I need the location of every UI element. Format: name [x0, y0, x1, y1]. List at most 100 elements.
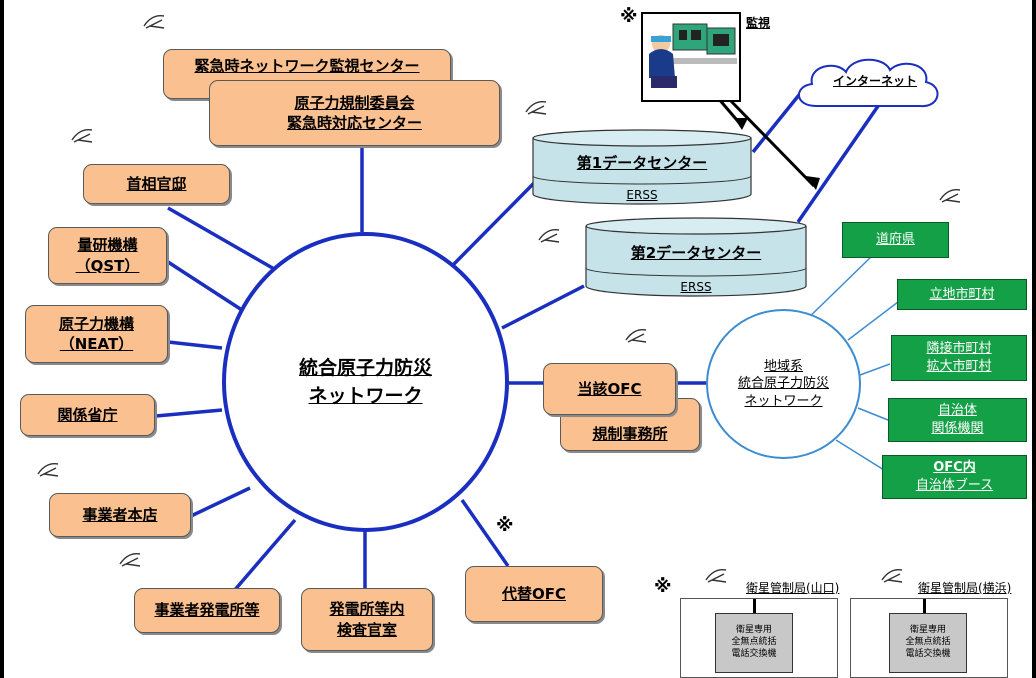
link-pm [167, 206, 284, 276]
node-nra-line1: 原子力規制委員会 [294, 93, 415, 112]
satellite-dish-icon [939, 189, 961, 203]
node-local-government: 自治体 関係機関 [888, 398, 1027, 442]
node-alt-ofc: 代替OFC [465, 566, 603, 622]
node-prefecture: 道府県 [842, 222, 949, 258]
exchange-line1: 衛星専用 [909, 625, 946, 636]
satellite-dish-icon [525, 101, 547, 115]
regional-network-line3: ネットワーク [744, 393, 823, 409]
satellite-dish-icon [625, 329, 647, 343]
link-neat [167, 340, 223, 350]
datacenter-1-sub: ERSS [626, 188, 658, 202]
note-mark: ※ [620, 6, 638, 27]
regional-link-localgov [857, 407, 889, 421]
node-host-municipality-label: 立地市町村 [929, 286, 995, 302]
internet-cloud-icon [798, 58, 939, 108]
regional-network-hub: 地域系 統合原子力防災 ネットワーク [706, 309, 861, 459]
satellite-dish-icon [143, 15, 165, 29]
satellite-station-yokohama: 衛星専用 全無点統括 電話交換機 [850, 598, 1008, 678]
node-local-gov-line1: 自治体 [937, 403, 977, 419]
link-operator-hq [190, 486, 251, 518]
node-pm-office: 首相官邸 [83, 164, 230, 204]
regional-link-host [847, 301, 899, 341]
node-ministries-label: 関係省庁 [57, 405, 118, 424]
satellite-dish-icon [705, 569, 727, 583]
node-ofc-booth-line2: 自治体ブース [915, 478, 994, 493]
link-dc2 [501, 284, 585, 330]
regional-network-line2: 統合原子力防災 [737, 376, 829, 392]
link-dc1 [450, 180, 537, 268]
node-neat: 原子力機構 （NEAT） [25, 305, 168, 363]
node-operator-plant-label: 事業者発電所等 [154, 601, 260, 620]
exchange-line3: 電話交換機 [731, 648, 777, 659]
satellite-dish-icon [538, 229, 560, 243]
arrowhead-2 [806, 176, 820, 190]
node-qst-line2: （QST） [75, 256, 140, 275]
note-mark-satellite: ※ [654, 576, 672, 597]
link-ministries [155, 408, 223, 418]
node-adjacent-line2: 拡大市町村 [926, 359, 992, 374]
arrowhead-1 [734, 118, 748, 130]
satellite-station-yamaguchi-label: 衛星管制局(山口) [746, 581, 840, 595]
exchange-line3: 電話交換機 [905, 648, 951, 659]
satellite-dish-icon [119, 553, 141, 567]
node-alt-ofc-label: 代替OFC [501, 584, 566, 603]
node-adjacent-line1: 隣接市町村 [926, 341, 992, 357]
satellite-exchange-yokohama: 衛星専用 全無点統括 電話交換機 [889, 613, 967, 673]
node-local-ofc: 当該OFC [543, 363, 676, 415]
node-qst-line1: 量研機構 [77, 236, 138, 255]
satellite-station-yokohama-label: 衛星管制局(横浜) [918, 581, 1012, 595]
central-network-line1: 統合原子力防災 [298, 356, 432, 379]
node-ministries: 関係省庁 [20, 394, 155, 436]
datacenter-2: 第2データセンター ERSS [584, 216, 808, 300]
satellite-station-yamaguchi: 衛星専用 全無点統括 電話交換機 [680, 598, 838, 678]
node-neat-line1: 原子力機構 [58, 314, 134, 333]
node-prefecture-label: 道府県 [875, 232, 915, 248]
node-inspector-office: 発電所等内 検査官室 [301, 588, 433, 651]
node-inspector-line1: 発電所等内 [329, 600, 405, 619]
exchange-line2: 全無点統括 [731, 637, 777, 648]
internet-label: インターネット [833, 74, 918, 88]
monitoring-station [641, 12, 741, 102]
node-inspector-line2: 検査官室 [336, 620, 397, 639]
satellite-dish-icon [71, 129, 93, 143]
node-operator-hq-label: 事業者本店 [82, 505, 158, 524]
datacenter-1: 第1データセンター ERSS [531, 128, 753, 208]
datacenter-1-cylinder-icon [532, 129, 752, 205]
link-internet-dc1 [751, 88, 805, 154]
datacenter-1-name: 第1データセンター [576, 154, 708, 172]
node-local-gov-line2: 関係機関 [931, 421, 984, 436]
datacenter-2-cylinder-icon [585, 217, 807, 297]
link-qst [167, 260, 246, 314]
node-ofc-booth-line1: OFC内 [933, 460, 976, 476]
regional-link-booth [835, 439, 885, 471]
datacenter-2-name: 第2データセンター [630, 244, 762, 262]
satellite-dish-icon [881, 569, 903, 583]
node-qst: 量研機構 （QST） [48, 227, 167, 284]
node-operator-plant: 事業者発電所等 [134, 588, 280, 633]
node-neat-line2: （NEAT） [59, 335, 134, 353]
link-internet [796, 95, 887, 223]
monitor-label: 監視 [746, 16, 771, 30]
node-adjacent-municipality: 隣接市町村 拡大市町村 [891, 335, 1027, 381]
node-nra: 原子力規制委員会 緊急時対応センター [209, 80, 500, 146]
node-local-ofc-label: 当該OFC [577, 379, 642, 398]
node-pm-office-label: 首相官邸 [126, 174, 187, 193]
link-alt-ofc [460, 498, 510, 568]
node-operator-hq: 事業者本店 [49, 493, 191, 537]
datacenter-2-sub: ERSS [680, 280, 712, 294]
node-emergency-monitor-label: 緊急時ネットワーク監視センター [194, 57, 420, 75]
exchange-line1: 衛星専用 [735, 625, 772, 636]
operator-monitor-icon [649, 23, 737, 88]
node-ofc-booth: OFC内 自治体ブース [882, 455, 1027, 499]
node-host-municipality: 立地市町村 [897, 279, 1027, 310]
monitor-arrow-2 [726, 96, 816, 188]
exchange-line2: 全無点統括 [905, 637, 951, 648]
node-reg-office-label: 規制事務所 [592, 424, 668, 443]
regional-network-line1: 地域系 [763, 358, 803, 374]
link-operator-plant [231, 518, 297, 594]
node-nra-line2: 緊急時対応センター [286, 114, 422, 132]
note-mark-alt-ofc: ※ [496, 515, 514, 536]
central-network-line2: ネットワーク [308, 385, 423, 407]
